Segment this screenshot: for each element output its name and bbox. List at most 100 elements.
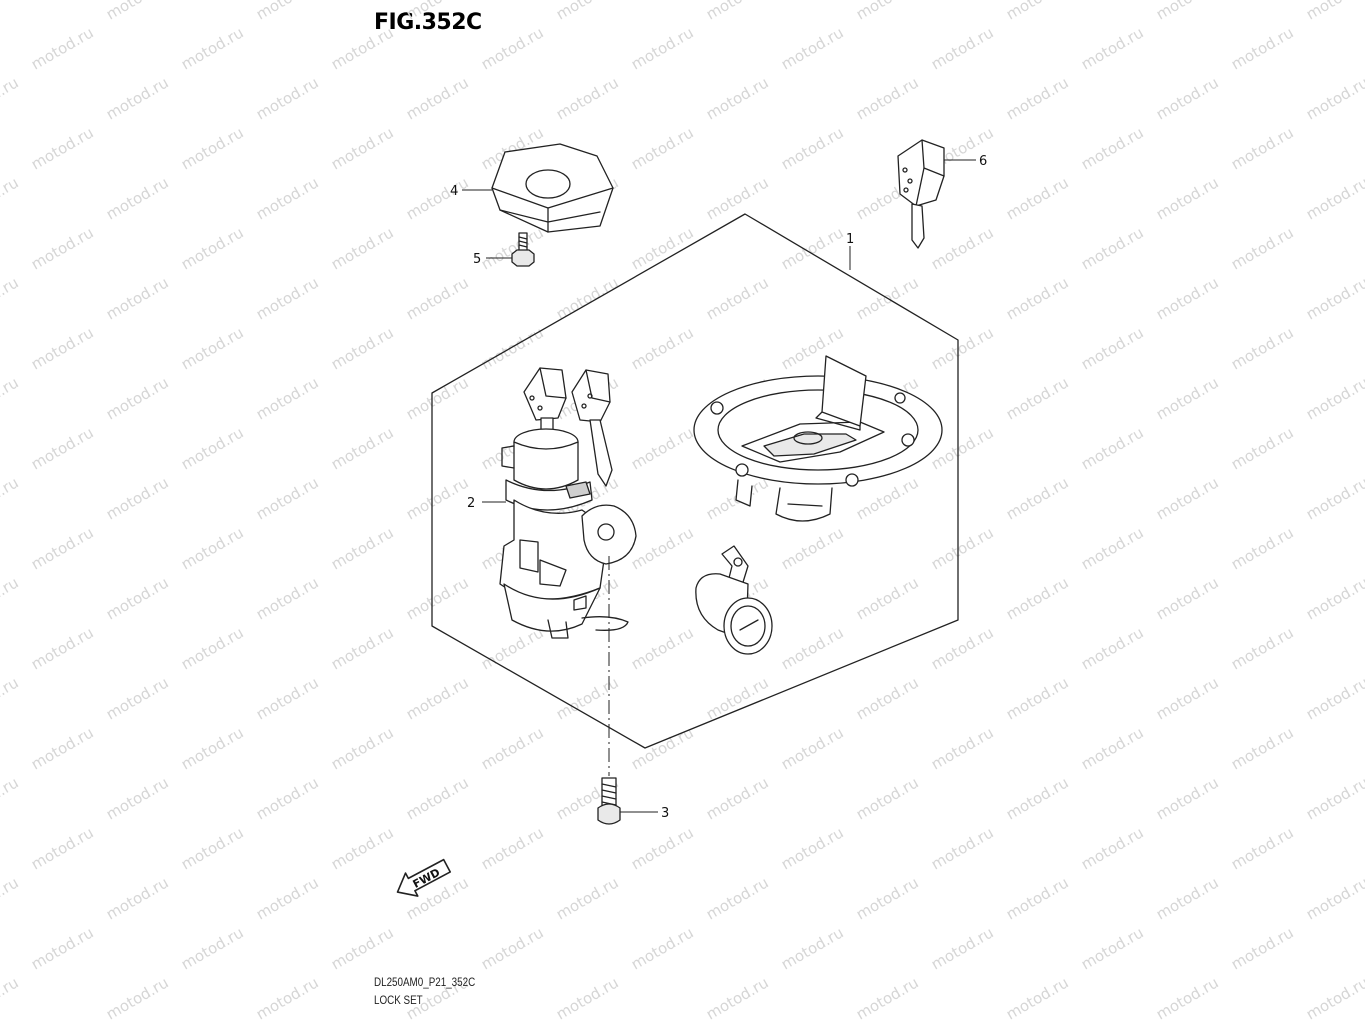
watermark-text: motod.ru <box>0 773 22 823</box>
watermark-text: motod.ru <box>328 123 397 173</box>
watermark-text: motod.ru <box>103 773 172 823</box>
watermark-text: motod.ru <box>0 173 22 223</box>
watermark-text: motod.ru <box>28 423 97 473</box>
watermark-text: motod.ru <box>403 173 472 223</box>
watermark-text: motod.ru <box>1003 973 1072 1023</box>
watermark-text: motod.ru <box>328 523 397 573</box>
watermark-text: motod.ru <box>178 23 247 73</box>
key-part <box>897 139 945 249</box>
watermark-text: motod.ru <box>178 123 247 173</box>
watermark-text: motod.ru <box>28 823 97 873</box>
watermark-text: motod.ru <box>253 673 322 723</box>
callout-1: 1 <box>846 232 854 270</box>
watermark-text: motod.ru <box>703 73 772 123</box>
watermark-text: motod.ru <box>553 273 622 323</box>
watermark-text: motod.ru <box>1303 973 1365 1023</box>
watermark-text: motod.ru <box>1078 623 1147 673</box>
watermark-text: motod.ru <box>628 523 697 573</box>
watermark-text: motod.ru <box>853 873 922 923</box>
watermark-text: motod.ru <box>28 623 97 673</box>
watermark-text: motod.ru <box>1003 373 1072 423</box>
watermark-text: motod.ru <box>1303 873 1365 923</box>
callout-number: 5 <box>473 252 481 267</box>
watermark-text: motod.ru <box>328 623 397 673</box>
watermark-text: motod.ru <box>178 423 247 473</box>
watermark-text: motod.ru <box>1078 923 1147 973</box>
watermark-text: motod.ru <box>253 73 322 123</box>
watermark-text: motod.ru <box>403 0 472 23</box>
callout-2: 2 <box>467 496 506 511</box>
watermark-text: motod.ru <box>928 723 997 773</box>
watermark-text: motod.ru <box>403 273 472 323</box>
watermark-text: motod.ru <box>1078 423 1147 473</box>
diagram-name: LOCK SET <box>374 993 423 1007</box>
watermark-text: motod.ru <box>103 0 172 23</box>
watermark-text: motod.ru <box>1003 773 1072 823</box>
watermark-text: motod.ru <box>103 473 172 523</box>
watermark-text: motod.ru <box>1228 223 1297 273</box>
watermark-text: motod.ru <box>778 923 847 973</box>
watermark-text: motod.ru <box>103 373 172 423</box>
watermark-text: motod.ru <box>178 923 247 973</box>
watermark-text: motod.ru <box>0 473 22 523</box>
watermark-text: motod.ru <box>103 573 172 623</box>
watermark-text: motod.ru <box>928 823 997 873</box>
callout-5: 5 <box>473 252 512 267</box>
watermark-text: motod.ru <box>853 73 922 123</box>
watermark-text: motod.ru <box>328 723 397 773</box>
bolt-part <box>597 556 621 825</box>
watermark-text: motod.ru <box>328 823 397 873</box>
watermark-text: motod.ru <box>1228 723 1297 773</box>
watermark-text: motod.ru <box>1303 373 1365 423</box>
watermark-text: motod.ru <box>1228 923 1297 973</box>
watermark-text: motod.ru <box>928 923 997 973</box>
watermark-text: motod.ru <box>478 923 547 973</box>
watermark-text: motod.ru <box>328 323 397 373</box>
watermark-text: motod.ru <box>628 823 697 873</box>
watermark-text: motod.ru <box>853 573 922 623</box>
watermark-text: motod.ru <box>1153 373 1222 423</box>
watermark-text: motod.ru <box>478 23 547 73</box>
watermark-text: motod.ru <box>853 0 922 23</box>
watermark-text: motod.ru <box>703 173 772 223</box>
watermark-text: motod.ru <box>178 523 247 573</box>
watermark-text: motod.ru <box>403 473 472 523</box>
watermark-text: motod.ru <box>778 823 847 873</box>
watermark-text: motod.ru <box>103 273 172 323</box>
callout-number: 1 <box>846 232 854 247</box>
watermark-text: motod.ru <box>328 923 397 973</box>
figure-title: FIG.352C <box>374 10 482 35</box>
watermark-text: motod.ru <box>1228 623 1297 673</box>
watermark-text: motod.ru <box>1153 573 1222 623</box>
watermark-text: motod.ru <box>28 23 97 73</box>
watermark-text: motod.ru <box>0 0 22 23</box>
watermark-text: motod.ru <box>1228 423 1297 473</box>
watermark-text: motod.ru <box>328 423 397 473</box>
watermark-text: motod.ru <box>1003 273 1072 323</box>
watermark-text: motod.ru <box>703 973 772 1023</box>
watermark-text: motod.ru <box>853 773 922 823</box>
watermark-text: motod.ru <box>1153 273 1222 323</box>
watermark-text: motod.ru <box>1003 173 1072 223</box>
watermark-text: motod.ru <box>703 0 772 23</box>
watermark-text: motod.ru <box>553 73 622 123</box>
watermark-text: motod.ru <box>403 373 472 423</box>
watermark-text: motod.ru <box>253 873 322 923</box>
watermark-text: motod.ru <box>253 273 322 323</box>
watermark-text: motod.ru <box>28 923 97 973</box>
watermark-text: motod.ru <box>1153 0 1222 23</box>
watermark-text: motod.ru <box>778 223 847 273</box>
watermark-text: motod.ru <box>1153 673 1222 723</box>
fuel-cap-part <box>693 355 943 522</box>
seat-lock-part <box>695 545 773 655</box>
watermark-text: motod.ru <box>178 623 247 673</box>
watermark-text: motod.ru <box>1078 523 1147 573</box>
watermark-text: motod.ru <box>0 573 22 623</box>
watermark-text: motod.ru <box>1303 0 1365 23</box>
watermark-text: motod.ru <box>703 273 772 323</box>
watermark-text: motod.ru <box>253 473 322 523</box>
watermark-text: motod.ru <box>1078 223 1147 273</box>
watermark-text: motod.ru <box>1228 23 1297 73</box>
watermark-text: motod.ru <box>253 373 322 423</box>
